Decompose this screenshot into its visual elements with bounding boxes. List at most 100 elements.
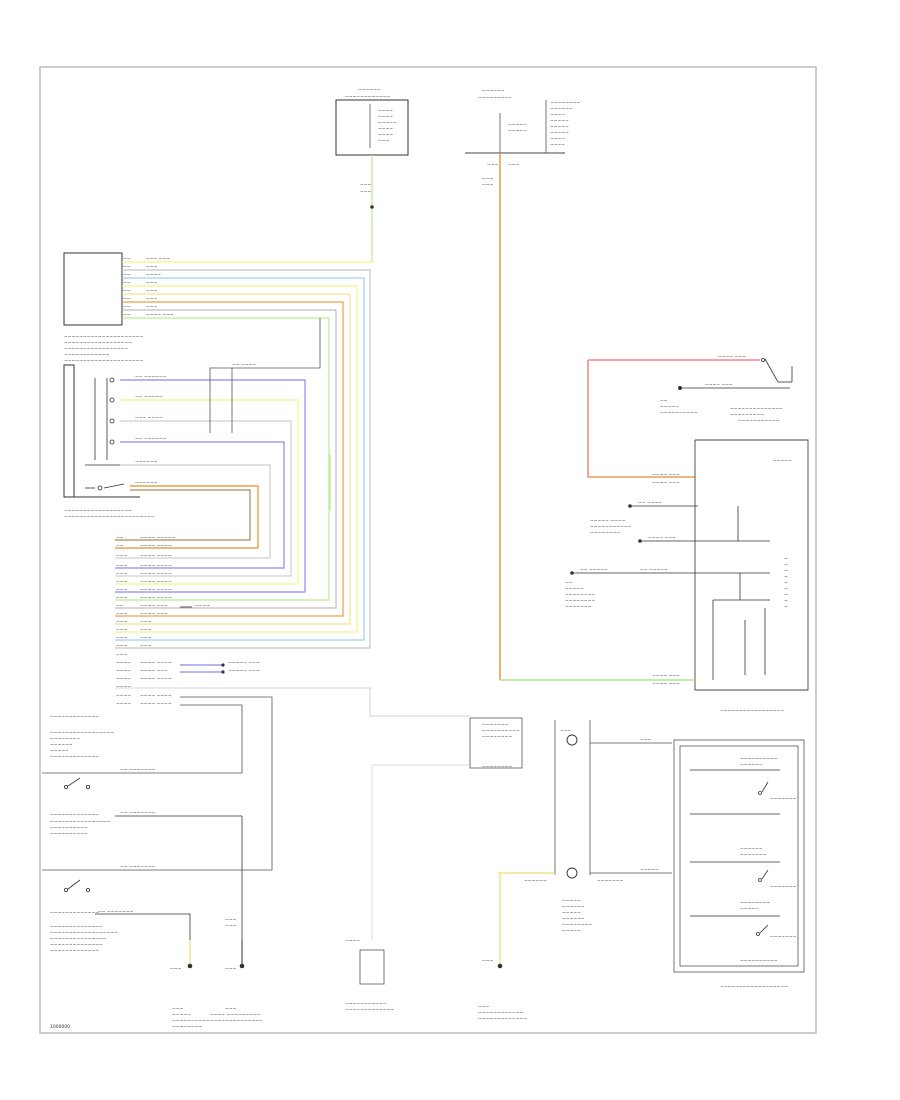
footer-code: 1000000 — [50, 1024, 70, 1030]
svg-text:~~~: ~~~ — [146, 305, 158, 310]
svg-text:~: ~ — [784, 587, 788, 592]
svg-text:~~~~~~: ~~~~~~ — [740, 763, 763, 768]
svg-text:~~~~~: ~~~~~ — [508, 123, 527, 128]
svg-text:~: ~ — [784, 599, 788, 604]
svg-text:~~~~~~~~~~~: ~~~~~~~~~~~ — [345, 1002, 387, 1007]
svg-text:~~~~~~: ~~~~~~ — [562, 905, 585, 910]
svg-text:~~~~~~~~: ~~~~~~~~ — [740, 901, 770, 906]
svg-text:~~: ~~ — [123, 297, 131, 302]
svg-text:~~~~: ~~~~ — [116, 669, 131, 674]
svg-text:~~~~~~: ~~~~~~ — [482, 89, 505, 94]
svg-text:~~~~~~~~~~: ~~~~~~~~~~ — [50, 826, 88, 831]
svg-text:~~~: ~~~ — [170, 967, 182, 972]
svg-text:~~: ~~ — [123, 281, 131, 286]
lower-left-labels: ~~~~~~~~~~~~~ ~~~~~~~~~~~~~~~~~ ~~~~~~~~… — [50, 715, 237, 972]
svg-text:~~~~ ~~~~: ~~~~ ~~~~ — [140, 544, 172, 549]
svg-text:~~~~~: ~~~~~ — [660, 405, 679, 410]
svg-text:~~~~ ~~~~: ~~~~ ~~~~ — [140, 596, 172, 601]
wire-lightblue-outer — [115, 277, 365, 641]
svg-text:~~~~~~: ~~~~~~ — [358, 88, 381, 93]
svg-text:~~~~~~: ~~~~~~ — [50, 743, 73, 748]
svg-text:~~~~: ~~~~ — [378, 127, 393, 132]
svg-text:~~~~~ ~~~: ~~~~~ ~~~ — [228, 661, 260, 666]
svg-text:~~~: ~~~ — [146, 265, 158, 270]
svg-text:~~~: ~~~ — [116, 636, 128, 641]
svg-text:~~~~ ~~~~: ~~~~ ~~~~ — [140, 694, 172, 699]
inner-wire-labels: ~~ ~~~~~~~~ ~~~~ ~~ ~~~~~ ~~~ ~~~~ ~~ ~~… — [135, 363, 256, 486]
svg-text:~~~~~: ~~~~~ — [640, 868, 659, 873]
module-pin-labels: ~~~~~ ~~~ ~~~~~ ~~~~~~ ~~~~~ ~~~~~ ~~~~~… — [123, 257, 174, 318]
svg-text:~~~: ~~~ — [225, 918, 237, 923]
wire-orange-inner — [115, 485, 259, 549]
svg-text:~~~~~~~~~~~~: ~~~~~~~~~~~~ — [345, 95, 390, 100]
svg-text:~~~~~~~~~~~~~~: ~~~~~~~~~~~~~~ — [50, 925, 103, 930]
svg-text:~: ~ — [784, 575, 788, 580]
svg-text:~~: ~~ — [116, 544, 124, 549]
svg-text:~~~~~~~~: ~~~~~~~~ — [482, 765, 512, 770]
svg-text:~~~~~~~: ~~~~~~~ — [740, 853, 767, 858]
svg-text:~~~~~~~~~~: ~~~~~~~~~~ — [50, 832, 88, 837]
svg-text:~~ ~~~~~~~: ~~ ~~~~~~~ — [120, 811, 156, 816]
svg-text:~~~~ ~~~: ~~~~ ~~~ — [652, 674, 680, 679]
combination-switch-box — [63, 252, 123, 326]
svg-text:~~~~~~~~~~~~: ~~~~~~~~~~~~ — [64, 353, 109, 358]
svg-text:~~~~~~~~~~~~~~~~~: ~~~~~~~~~~~~~~~~~ — [50, 731, 114, 736]
svg-text:~~~~ ~~~~: ~~~~ ~~~~ — [140, 588, 172, 593]
svg-text:~~~~~: ~~~~~ — [562, 899, 581, 904]
wire-blue-1 — [115, 379, 306, 593]
svg-text:~~~: ~~~ — [225, 1007, 237, 1012]
svg-text:~~~~ ~~~: ~~~~ ~~~ — [146, 313, 174, 318]
svg-text:~~~~~: ~~~~~ — [773, 459, 792, 464]
svg-text:~~~: ~~~ — [140, 644, 152, 649]
svg-text:~~~~~~~~~~~~~~~~~~~~~: ~~~~~~~~~~~~~~~~~~~~~ — [64, 359, 143, 364]
svg-text:~~: ~~ — [123, 289, 131, 294]
svg-text:~~~~~: ~~~~~ — [550, 131, 569, 136]
cluster-wire-labels: ~~~~ ~~~ ~~~~ ~~~ ~~ ~~~~ ~~~~~ ~~~~ ~~~… — [565, 473, 680, 687]
wire-gray2-outer — [115, 309, 337, 609]
svg-text:~~~~~~~~~~~~~~~~~: ~~~~~~~~~~~~~~~~~ — [64, 347, 128, 352]
svg-text:~~: ~~ — [123, 305, 131, 310]
svg-text:~~~: ~~~ — [116, 612, 128, 617]
svg-text:~~: ~~ — [660, 399, 668, 404]
svg-text:~~~~~~~~~~~~~~~~: ~~~~~~~~~~~~~~~~ — [50, 820, 111, 825]
wire-gray-to-relay — [369, 688, 470, 717]
svg-text:~~~~~: ~~~~~ — [740, 907, 759, 912]
wire-gray-inner2 — [115, 464, 271, 559]
svg-text:~: ~ — [784, 569, 788, 574]
svg-text:~~~~~: ~~~~~ — [172, 1013, 191, 1018]
svg-text:~~~: ~~~ — [140, 620, 152, 625]
switch-module-frame — [63, 364, 75, 498]
svg-text:~~~~~ ~~~~: ~~~~~ ~~~~ — [590, 519, 626, 524]
wire-green-outer — [115, 317, 330, 601]
svg-text:~~~~ ~~~~: ~~~~ ~~~~ — [140, 580, 172, 585]
svg-text:~~~~~~~: ~~~~~~~ — [565, 605, 592, 610]
svg-text:~~~~ ~~~: ~~~~ ~~~ — [705, 383, 733, 388]
svg-text:~~~: ~~~ — [225, 967, 237, 972]
svg-text:~: ~ — [784, 563, 788, 568]
svg-text:~~~~~~: ~~~~~~ — [135, 481, 158, 486]
svg-text:~~~~~~~~~~~~~~~~~~~~~: ~~~~~~~~~~~~~~~~~~~~~ — [64, 335, 143, 340]
svg-text:~~~: ~~~ — [172, 1007, 184, 1012]
svg-text:~~~~~~~~: ~~~~~~~~ — [565, 599, 595, 604]
svg-text:~~ ~~~~~: ~~ ~~~~~ — [580, 568, 608, 573]
svg-text:~~~~: ~~~~ — [146, 273, 161, 278]
wire-yellow-inner — [115, 399, 299, 585]
switch-module-label: ~~~~~~~~~~~~~~~~~~ ~~~~~~~~~~~~~~~~~~~~~… — [64, 509, 155, 520]
svg-text:~~~: ~~~ — [116, 588, 128, 593]
svg-text:~~~: ~~~ — [140, 628, 152, 633]
ground-left: ~~~ ~~~~~ ~~~~~~~~~~ ~~~~~~~~ ~~~ ~~~~ ~… — [172, 963, 263, 1030]
svg-text:~~~~~~~~: ~~~~~~~~ — [590, 531, 620, 536]
svg-text:~~~~ ~~~: ~~~~ ~~~ — [718, 355, 746, 360]
svg-text:~~~~ ~~~: ~~~~ ~~~ — [652, 473, 680, 478]
svg-text:~~~~~~~~: ~~~~~~~~ — [482, 735, 512, 740]
svg-text:~~~~~~~~~~: ~~~~~~~~~~ — [740, 959, 778, 964]
svg-text:~: ~ — [784, 605, 788, 610]
svg-text:~~ ~~~~~: ~~ ~~~~~ — [640, 568, 668, 573]
center-ground-component: ~~~~ ~~~~~~~~~~~ ~~~~~~~~~~~~~ — [345, 939, 394, 1013]
svg-text:~~~~ ~~~: ~~~~ ~~~ — [648, 536, 676, 541]
svg-text:~~~: ~~~ — [360, 183, 372, 188]
svg-text:~~~~: ~~~~ — [116, 702, 131, 707]
svg-text:~~~: ~~~ — [116, 564, 128, 569]
svg-text:~~~: ~~~ — [640, 738, 652, 743]
svg-text:~~~~~: ~~~~~ — [50, 749, 69, 754]
